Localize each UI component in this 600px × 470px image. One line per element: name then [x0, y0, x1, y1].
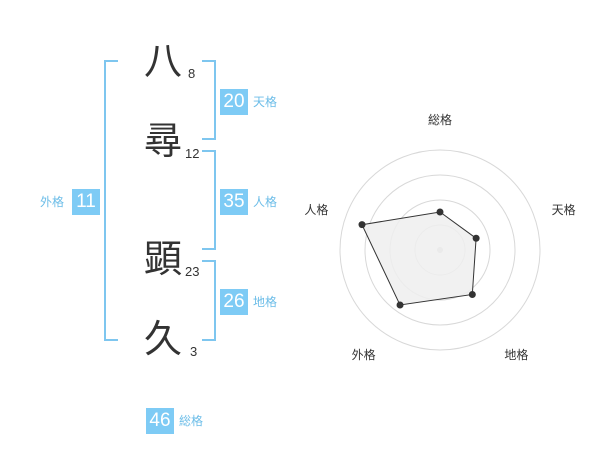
gaikaku-label: 外格: [40, 195, 65, 209]
radar-point-3: [468, 290, 476, 298]
name-char-2: 尋: [143, 119, 182, 163]
jinkaku-bracket: [202, 150, 216, 250]
name-char-1: 八: [143, 39, 182, 83]
name-char-3: 顕: [143, 237, 182, 281]
stroke-count-3: 23: [185, 264, 200, 279]
radar-axis-label-4: 外格: [352, 347, 376, 362]
chikaku-bracket: [202, 260, 216, 341]
stroke-count-2: 12: [185, 146, 200, 161]
radar-axis-label-2: 天格: [552, 202, 576, 217]
soukaku-label: 総格: [179, 414, 204, 428]
chikaku-score: 26: [220, 289, 248, 315]
tenkaku-label: 天格: [253, 95, 278, 109]
radar-axis-label-5: 人格: [304, 202, 328, 217]
chikaku-label: 地格: [253, 295, 278, 309]
radar-point-4: [396, 301, 404, 309]
radar-ring: [364, 174, 516, 326]
stroke-count-1: 8: [188, 66, 196, 81]
radar-axis-label-1: 総格: [428, 112, 452, 127]
radar-point-2: [472, 234, 480, 242]
gaikaku-score: 11: [72, 189, 100, 215]
radar-point-5: [358, 221, 366, 229]
jinkaku-label: 人格: [253, 195, 278, 209]
name-char-4: 久: [143, 317, 182, 361]
tenkaku-bracket: [202, 60, 216, 140]
soukaku-score: 46: [146, 408, 174, 434]
stroke-count-4: 3: [190, 344, 198, 359]
jinkaku-score: 35: [220, 189, 248, 215]
radar-ring: [339, 149, 541, 351]
radar-axis-label-3: 地格: [504, 347, 528, 362]
gaikaku-bracket: [104, 60, 118, 341]
radar-point-1: [436, 208, 444, 216]
tenkaku-score: 20: [220, 89, 248, 115]
radar-points: [358, 208, 480, 309]
radar-area: [361, 211, 477, 306]
